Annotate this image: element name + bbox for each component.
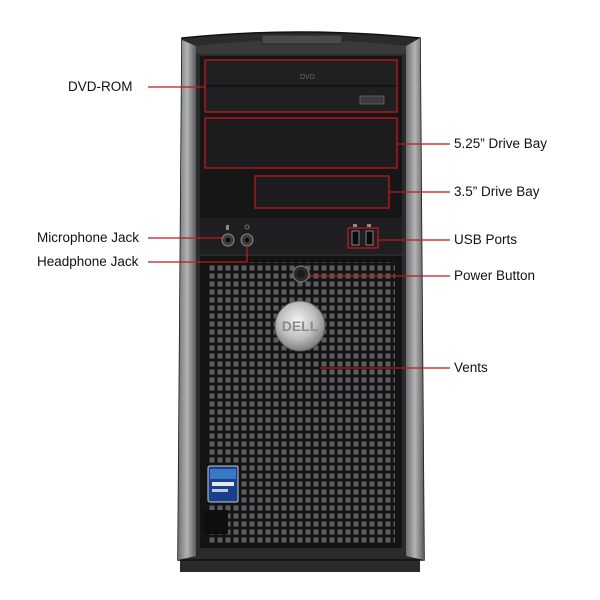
svg-text:DELL: DELL	[282, 318, 319, 334]
dell-logo-icon: DELL	[274, 300, 326, 352]
label-microphone-jack: Microphone Jack	[37, 230, 140, 245]
callout-box-525-bay	[204, 117, 398, 169]
label-dvd-rom: DVD-ROM	[68, 79, 133, 94]
callout-lines	[148, 59, 450, 369]
callout-box-usb	[347, 227, 379, 249]
svg-text:DVD: DVD	[300, 74, 315, 81]
vent-grille	[200, 256, 402, 548]
label-usb-ports: USB Ports	[454, 232, 518, 247]
dvd-eject-button[interactable]	[359, 95, 385, 105]
microphone-jack[interactable]	[221, 225, 235, 247]
label-headphone-jack: Headphone Jack	[37, 254, 139, 269]
intel-core-sticker-icon	[207, 465, 239, 503]
label-power-button: Power Button	[454, 268, 536, 283]
headphone-jack[interactable]	[240, 224, 254, 247]
label-525-drive-bay: 5.25” Drive Bay	[454, 136, 548, 151]
drive-bay-panel: DVD	[200, 56, 402, 218]
label-35-drive-bay: 3.5” Drive Bay	[454, 184, 540, 199]
callout-box-dvd-rom	[204, 59, 398, 113]
power-button[interactable]	[292, 265, 310, 283]
label-vents: Vents	[454, 360, 488, 375]
usb-ports[interactable]	[351, 224, 374, 246]
